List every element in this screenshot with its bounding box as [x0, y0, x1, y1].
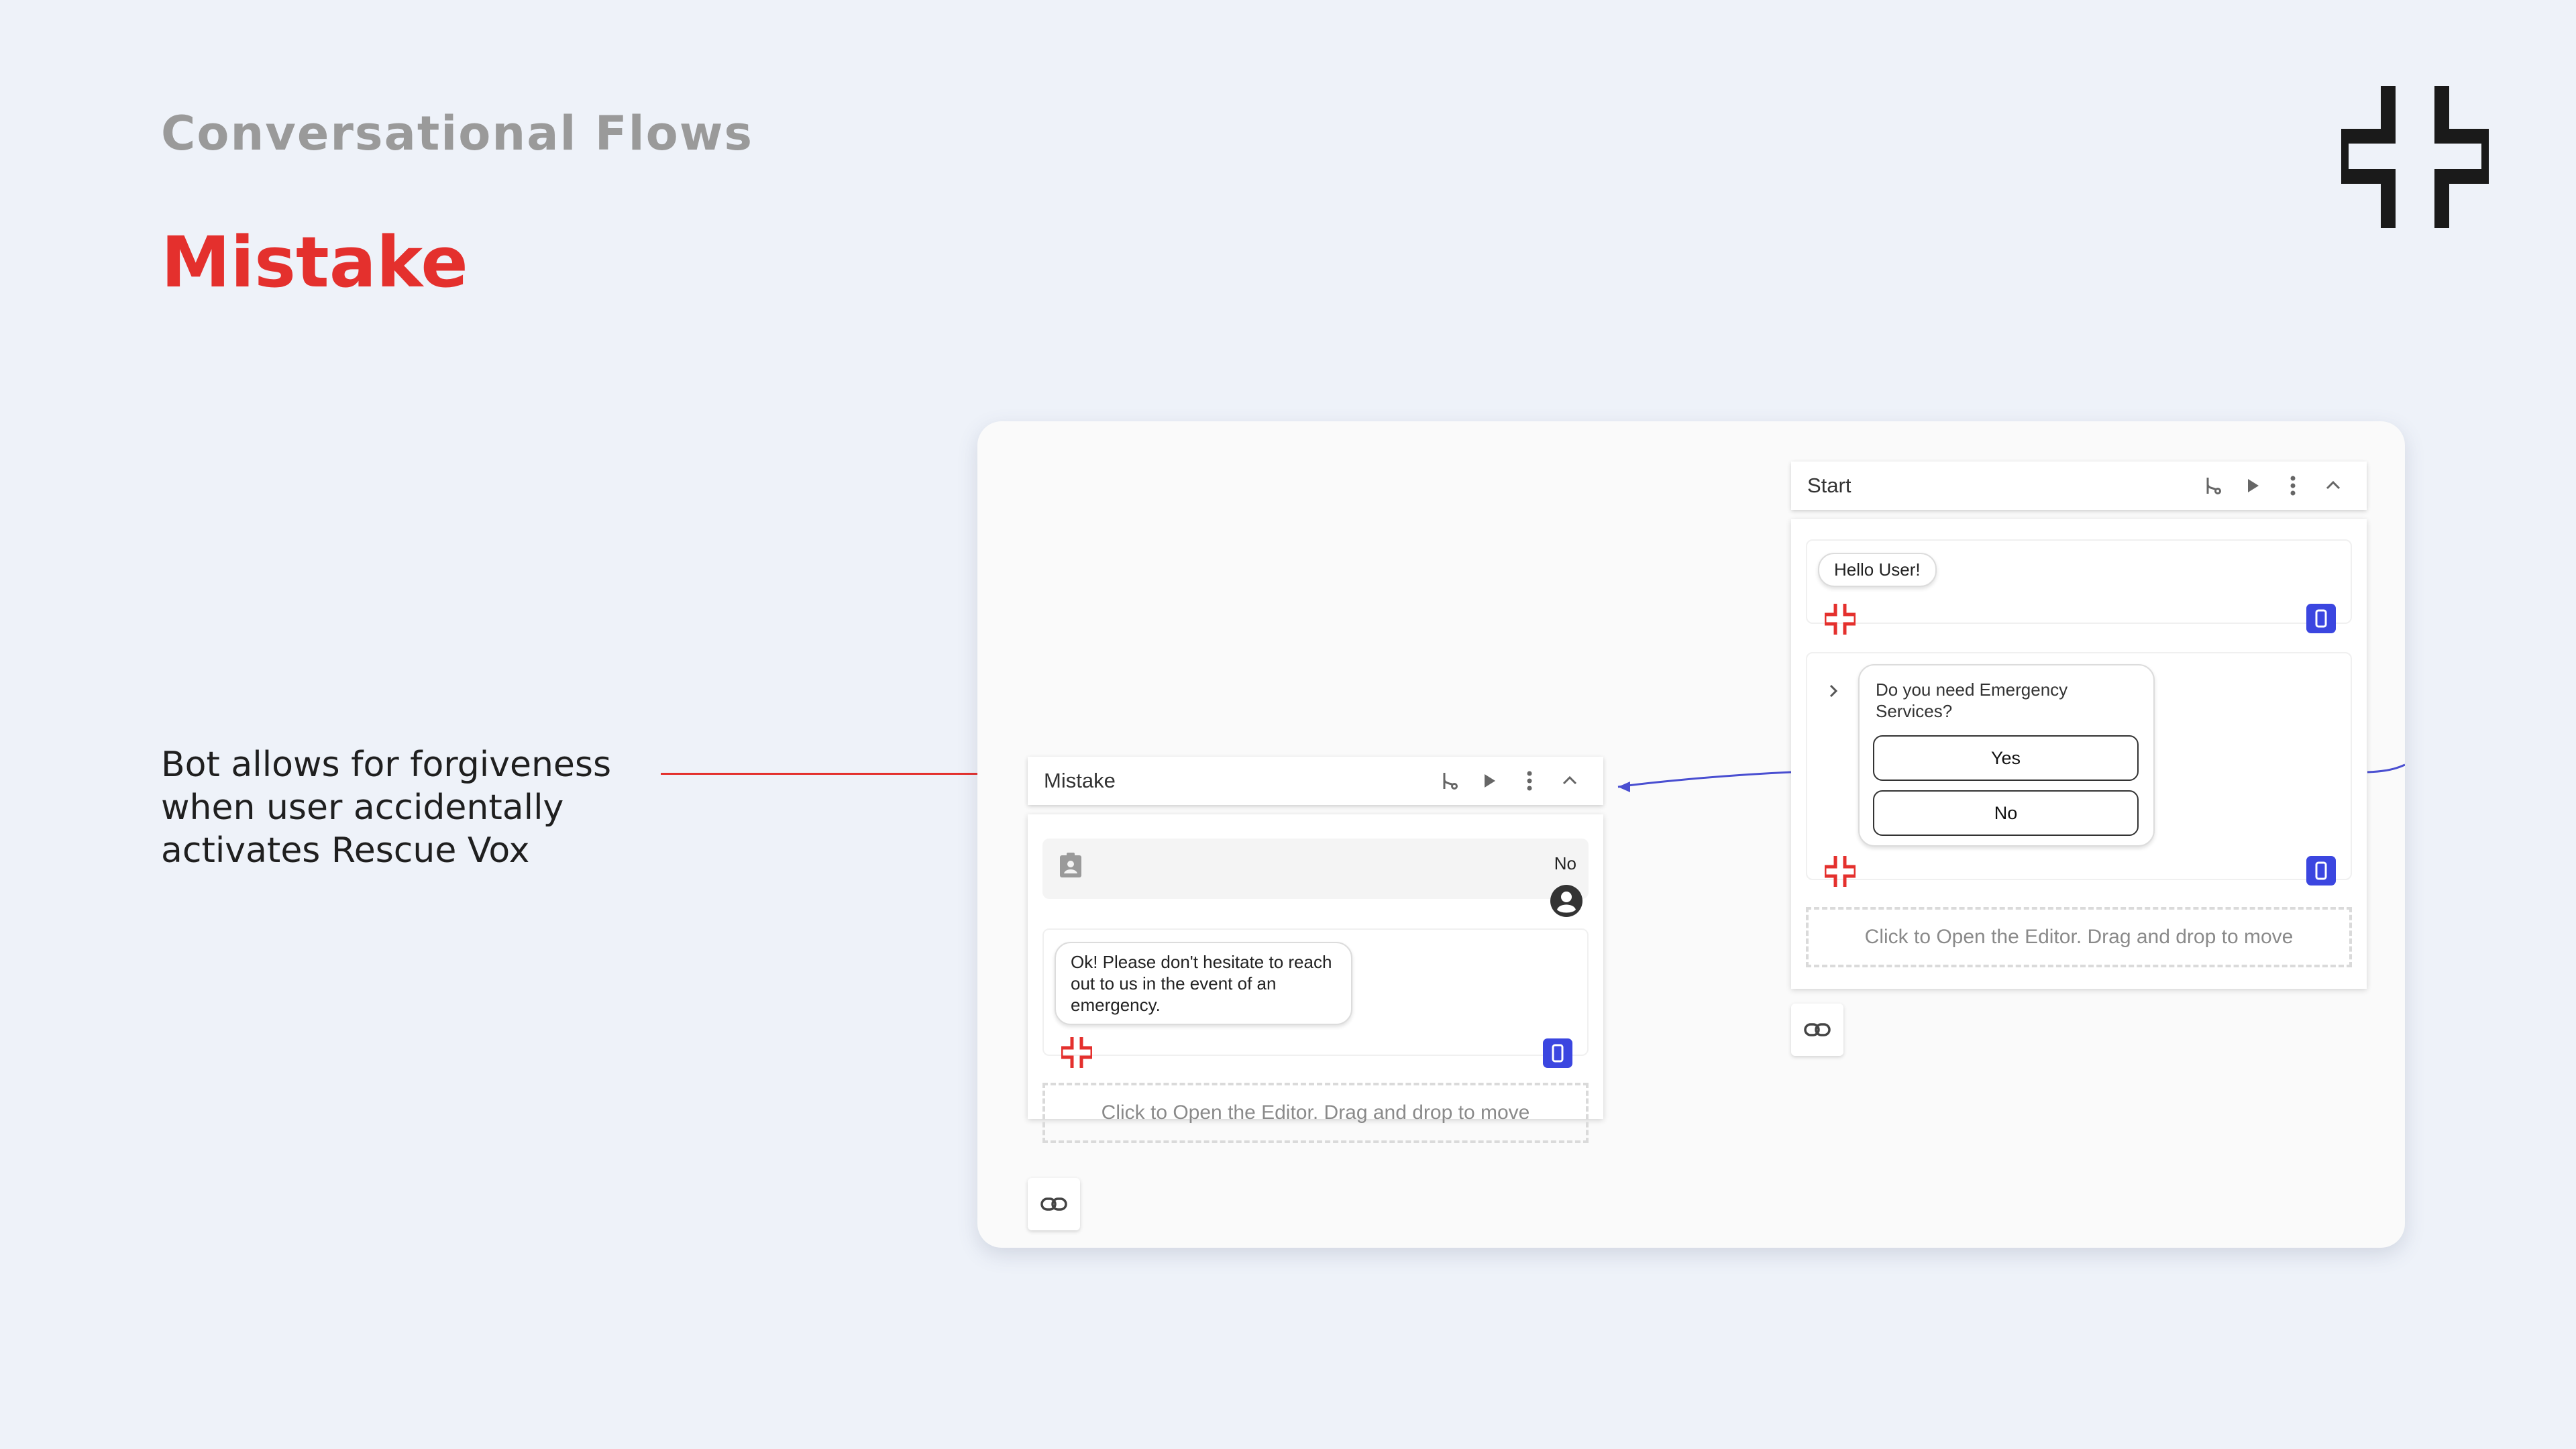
question-text: Do you need Emergency Services?: [1876, 680, 2068, 721]
flow-canvas[interactable]: Mistake No: [977, 421, 2405, 1248]
node-title: Mistake: [1044, 769, 1116, 792]
link-icon: [1804, 1023, 1831, 1036]
play-icon[interactable]: [1472, 763, 1507, 798]
question-card[interactable]: Do you need Emergency Services? Yes No: [1806, 652, 2352, 887]
device-icon[interactable]: [2306, 856, 2336, 885]
user-reply-text: No: [1554, 853, 1576, 873]
play-icon[interactable]: [2235, 468, 2270, 503]
link-button[interactable]: [1791, 1004, 1843, 1056]
bot-message-bubble: Ok! Please don't hesitate to reach out t…: [1055, 942, 1352, 1025]
node-title: Start: [1807, 474, 1851, 497]
choice-yes-button[interactable]: Yes: [1873, 735, 2139, 781]
choice-no-button[interactable]: No: [1873, 790, 2139, 836]
brand-mini-icon: [1825, 856, 1856, 887]
contact-card-icon: [1060, 853, 1081, 877]
user-reply-card[interactable]: No: [1042, 839, 1589, 917]
node-header[interactable]: Start: [1791, 462, 2367, 510]
node-mistake[interactable]: Mistake No: [1028, 757, 1603, 1230]
brand-mini-icon: [1061, 1037, 1092, 1068]
question-bubble: Do you need Emergency Services? Yes No: [1858, 664, 2155, 847]
chevron-up-icon[interactable]: [2316, 468, 2351, 503]
annotation-connector: [661, 773, 993, 775]
link-button[interactable]: [1028, 1178, 1080, 1230]
annotation-text: Bot allows for forgiveness when user acc…: [161, 745, 612, 871]
section-label: Conversational Flows: [161, 106, 754, 161]
greeting-card[interactable]: Hello User!: [1806, 539, 2352, 635]
branch-icon[interactable]: [2195, 468, 2230, 503]
bot-message-card[interactable]: Ok! Please don't hesitate to reach out t…: [1042, 928, 1589, 1068]
brand-logo-icon: [2341, 86, 2489, 228]
page-title: Mistake: [161, 221, 468, 303]
flow-connector: [1617, 763, 2405, 792]
device-icon[interactable]: [2306, 604, 2336, 633]
brand-mini-icon: [1825, 604, 1856, 635]
device-icon[interactable]: [1543, 1038, 1572, 1068]
editor-hint[interactable]: Click to Open the Editor. Drag and drop …: [1042, 1083, 1589, 1143]
chevron-up-icon[interactable]: [1552, 763, 1587, 798]
more-vert-icon[interactable]: [2275, 468, 2310, 503]
node-body[interactable]: Hello User! Do you need Emergency Servic…: [1791, 519, 2367, 989]
node-body[interactable]: No Ok! Please don't hesitate to reach ou…: [1028, 814, 1603, 1143]
node-start[interactable]: Start Hello User!: [1791, 462, 2367, 1056]
link-icon: [1040, 1197, 1067, 1211]
node-header[interactable]: Mistake: [1028, 757, 1603, 805]
editor-hint[interactable]: Click to Open the Editor. Drag and drop …: [1806, 907, 2352, 967]
greeting-bubble: Hello User!: [1818, 553, 1937, 587]
branch-icon[interactable]: [1432, 763, 1466, 798]
chevron-right-icon[interactable]: [1827, 683, 1839, 699]
more-vert-icon[interactable]: [1512, 763, 1547, 798]
user-avatar-icon: [1550, 885, 1582, 917]
